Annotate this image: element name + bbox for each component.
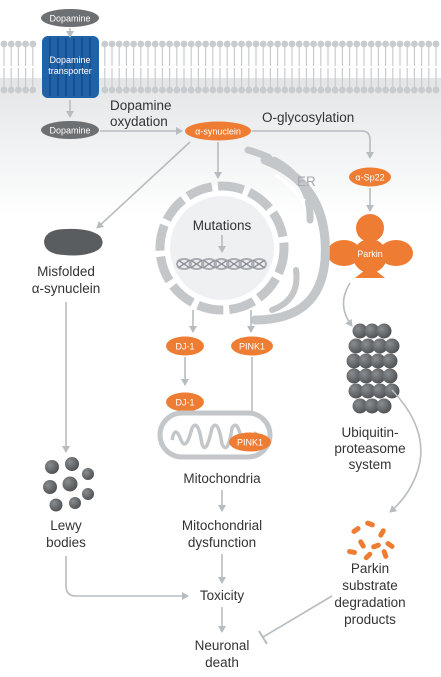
transporter-label-line1: Dopamine <box>49 55 90 65</box>
arrow-parkin-to-ups <box>342 282 353 327</box>
degradation-fragments-icon <box>347 520 395 561</box>
dopamine-extracellular: Dopamine <box>41 9 99 27</box>
dj1-top-label: DJ-1 <box>175 342 194 352</box>
pssdp-line4: products <box>344 612 396 627</box>
lewy-line2: bodies <box>46 535 86 550</box>
toxicity-label: Toxicity <box>200 588 245 603</box>
misfolded-line2: α-synuclein <box>32 281 101 296</box>
dopamine-transporter: Dopamine transporter <box>42 36 99 98</box>
dj1-node: DJ-1 <box>166 336 204 356</box>
alpha-sp22-node: α-Sp22 <box>349 167 391 187</box>
parkin-label: Parkin <box>357 249 383 259</box>
alpha-synuclein-node: α-synuclein <box>185 121 251 141</box>
ups-line1: Ubiquitin- <box>341 425 398 440</box>
alpha-sp22-label: α-Sp22 <box>355 173 384 183</box>
inhibition-connector <box>258 595 333 645</box>
lewy-bodies-icon <box>43 457 94 512</box>
dopamine-oxydation-line1: Dopamine <box>110 98 172 113</box>
pink1-top-label: PINK1 <box>239 342 265 352</box>
mitochondria-label: Mitochondria <box>183 471 261 486</box>
er-structure <box>244 146 330 325</box>
pink1-node: PINK1 <box>231 336 273 356</box>
dopamine-top-label: Dopamine <box>49 14 90 24</box>
dna-helix-icon <box>176 258 267 270</box>
o-glycosylation-label: O-glycosylation <box>262 110 354 125</box>
arrow-lewy-to-toxicity <box>65 556 189 600</box>
misfolded-synuclein-blob <box>44 228 103 256</box>
neuronal-death-line2: death <box>205 655 239 670</box>
neuronal-death-line1: Neuronal <box>195 638 250 653</box>
ups-line2: proteasome <box>334 441 405 456</box>
mito-dysfunction-line2: dysfunction <box>188 535 256 550</box>
dopamine-intracellular: Dopamine <box>41 121 99 139</box>
alpha-synuclein-label: α-synuclein <box>195 127 241 137</box>
dopamine-oxydation-line2: oxydation <box>110 114 168 129</box>
mito-dysfunction-line1: Mitochondrial <box>182 518 262 533</box>
arrow-synuclein-to-misfolded <box>96 141 191 229</box>
proteasome-icon <box>346 323 400 414</box>
arrow-ups-to-products <box>389 389 422 513</box>
pssdp-line3: degradation <box>334 595 405 610</box>
pssdp-line1: Parkin <box>351 561 389 576</box>
pink1-mito-label: PINK1 <box>237 438 263 448</box>
ups-line3: system <box>349 457 392 472</box>
mutations-label: Mutations <box>193 218 252 233</box>
pink1-mito-node: PINK1 <box>229 432 271 452</box>
transporter-label-line2: transporter <box>48 66 92 76</box>
parkin-protein: Parkin <box>327 214 413 278</box>
er-label: ER <box>297 174 316 189</box>
misfolded-line1: Misfolded <box>37 264 95 279</box>
arrow-to-sp22 <box>252 130 374 159</box>
pssdp-line2: substrate <box>342 578 398 593</box>
dopamine-inside-label: Dopamine <box>49 126 90 136</box>
lewy-line1: Lewy <box>50 518 82 533</box>
dj1-mito-label: DJ-1 <box>175 398 194 408</box>
dj1-mito-node: DJ-1 <box>166 392 204 412</box>
cell-membrane <box>0 40 441 94</box>
